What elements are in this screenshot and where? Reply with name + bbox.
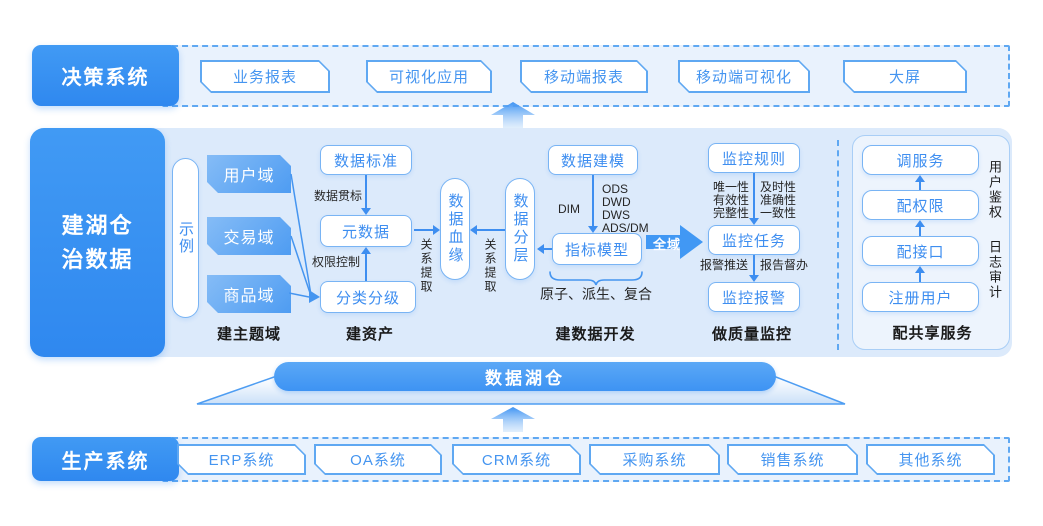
node-data-layering: 数据分层 [505,178,535,280]
node-classification: 分类分级 [320,281,416,313]
production-item-label: CRM系统 [454,446,580,474]
decision-item-label: 移动端报表 [522,62,647,92]
up-arrow [915,175,925,190]
domain-chip-trade: 交易域 [207,217,291,255]
decision-item-big-screen: 大屏 [843,60,967,93]
up-arrow-icon [491,102,535,128]
decision-item-visualization-app: 可视化应用 [366,60,492,93]
production-item-erp: ERP系统 [177,444,306,475]
decision-item-mobile-report: 移动端报表 [520,60,648,93]
converging-arrows-icon [289,173,320,303]
down-arrow [749,255,759,282]
right-arrow [414,225,440,235]
node-monitor-tasks: 监控任务 [708,225,800,255]
full-domain-arrow-icon [646,225,703,259]
caption-assets: 建资产 [345,326,394,343]
decision-item-label: 移动端可视化 [680,62,809,92]
production-system-label: 生产系统 [32,437,179,481]
left-arrow [537,244,552,254]
node-config-interface: 配接口 [862,236,979,266]
production-item-label: 销售系统 [729,446,857,474]
label-user-auth: 用户鉴权 [987,160,1002,220]
node-config-permission: 配权限 [862,190,979,220]
node-monitor-rules: 监控规则 [708,143,800,173]
label-report-supervise: 报告督办 [760,258,809,272]
decision-item-label: 业务报表 [202,62,329,92]
caption-quality-monitoring: 做质量监控 [711,326,792,343]
left-arrow [470,225,505,235]
label-dw-layers: ODS DWD DWS ADS/DM [602,182,649,235]
node-data-standard: 数据标准 [320,145,412,175]
production-item-oa: OA系统 [314,444,442,475]
label-full-domain: 全域 [652,237,681,252]
decision-item-label: 大屏 [845,62,966,92]
node-register-user: 注册用户 [862,282,979,312]
production-item-label: 其他系统 [868,446,994,474]
decision-item-label: 可视化应用 [368,62,491,92]
label-dim: DIM [558,202,580,216]
label-alarm-push: 报警推送 [699,258,748,272]
node-data-lineage: 数据血缘 [440,178,470,280]
decision-system-label: 决策系统 [32,45,179,106]
caption-subject-domain: 建主题域 [216,326,281,343]
caption-shared-services: 配共享服务 [892,325,973,342]
governance-label: 建湖仓 治数据 [30,128,165,357]
label-relation-extract-2: 关系提取 [483,238,497,294]
label-standard-arrow: 数据贯标 [314,189,363,203]
up-arrow [915,220,925,236]
up-arrow-icon [491,407,535,432]
decision-item-mobile-visualization: 移动端可视化 [678,60,810,93]
node-metadata: 元数据 [320,215,412,247]
production-item-other: 其他系统 [866,444,995,475]
data-lake-pill: 数据湖仓 [274,362,776,391]
label-indicator-types: 原子、派生、复合 [540,286,652,302]
label-relation-extract-1: 关系提取 [419,238,433,294]
down-arrow [361,175,371,215]
down-arrow [749,173,759,225]
domain-chip-product: 商品域 [207,275,291,313]
up-arrow [361,247,371,281]
caption-data-development: 建数据开发 [555,326,636,343]
example-pill: 示例 [172,158,199,318]
label-rule-attrs-right: 及时性 准确性 一致性 [760,180,797,220]
production-item-crm: CRM系统 [452,444,581,475]
node-data-modeling: 数据建模 [548,145,638,175]
down-arrow [588,175,598,233]
node-call-service: 调服务 [862,145,979,175]
decision-item-business-report: 业务报表 [200,60,330,93]
brace-icon [549,271,643,286]
production-item-label: ERP系统 [179,446,305,474]
production-item-label: 采购系统 [591,446,719,474]
label-log-audit: 日志审计 [987,240,1002,300]
section-divider [837,140,839,350]
node-monitor-alarm: 监控报警 [708,282,800,312]
label-permission-arrow: 权限控制 [312,255,361,269]
production-item-label: OA系统 [316,446,441,474]
label-rule-attrs-left: 唯一性 有效性 完整性 [712,180,749,220]
up-arrow [915,266,925,282]
production-item-sales: 销售系统 [727,444,858,475]
production-item-procurement: 采购系统 [589,444,720,475]
node-indicator-model: 指标模型 [552,233,642,265]
domain-chip-user: 用户域 [207,155,291,193]
